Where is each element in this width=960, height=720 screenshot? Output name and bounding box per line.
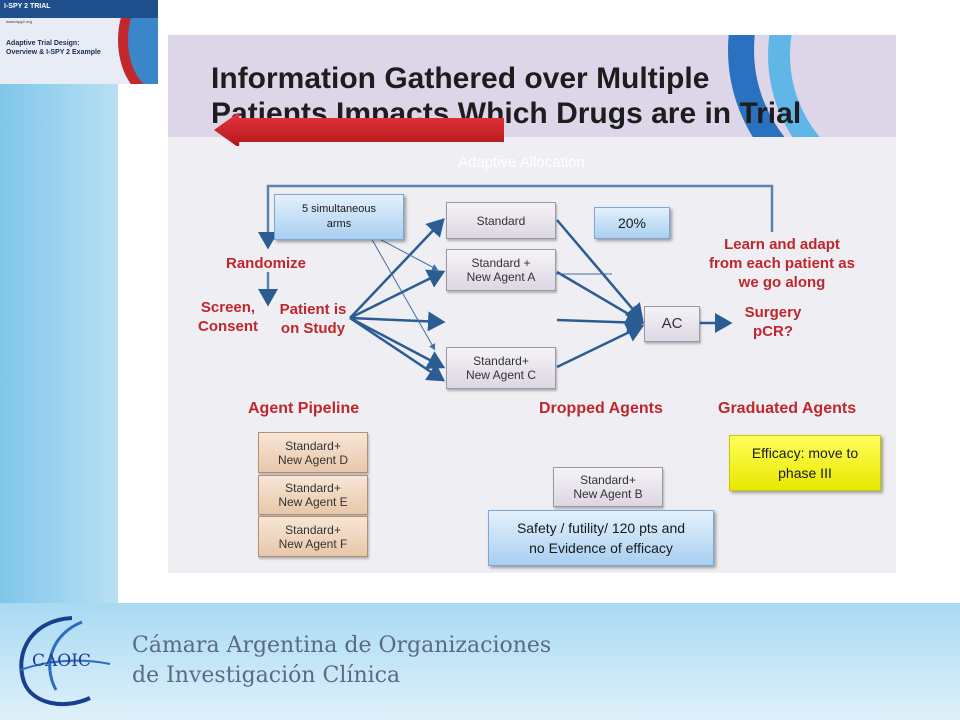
slide-title-line1: Information Gathered over Multiple <box>211 62 710 95</box>
agent-pipeline-header: Agent Pipeline <box>248 400 360 417</box>
arms-callout-line1: 5 simultaneous <box>302 203 376 215</box>
pipeline-box-agent-e: Standard+ New Agent E <box>258 475 368 515</box>
on-study-label: on Study <box>280 320 346 337</box>
arm-box-standard: Standard <box>446 202 556 239</box>
learn-adapt-label: Learn and adapt from each patient as we … <box>694 235 870 292</box>
footer-band <box>0 603 960 720</box>
surgery-label: Surgery <box>744 304 802 321</box>
patient-is-label: Patient is <box>279 301 347 318</box>
pipeline-f-line1: Standard+ <box>285 522 341 537</box>
pipeline-d-line1: Standard+ <box>285 438 341 453</box>
safety-line2: no Evidence of efficacy <box>529 540 673 556</box>
arms-callout-line2: arms <box>326 218 352 230</box>
caoic-logo-text: CAOIC <box>32 651 91 671</box>
arm-standard-label: Standard <box>476 213 526 228</box>
consent-label: Consent <box>198 318 258 335</box>
pipeline-d-line2: New Agent D <box>277 452 349 467</box>
thumbnail-top-bar <box>0 0 158 18</box>
surgery-pcr-label: Surgery pCR? <box>734 303 812 341</box>
ac-arrow-middle <box>556 312 645 333</box>
arm-arrow-agent-a <box>349 269 446 320</box>
safety-futility-callout[interactable]: Safety / futility/ 120 pts and no Eviden… <box>488 510 714 566</box>
thumbnail-title-line2: Overview & I-SPY 2 Example <box>6 49 101 56</box>
feedback-loop-line <box>258 184 774 250</box>
dropped-b-line1: Standard+ <box>580 473 636 487</box>
ac-arrow-agent-c <box>556 323 645 369</box>
simultaneous-arms-callout[interactable]: 5 simultaneous arms <box>274 194 404 240</box>
graduated-agents-header: Graduated Agents <box>718 400 857 417</box>
callout-arrow-to-agent-c <box>369 235 436 351</box>
screen-consent-label: Screen, Consent <box>195 298 261 336</box>
pipeline-f-line2: New Agent F <box>278 536 348 551</box>
arm-agent-a-line1: Standard + <box>471 256 531 270</box>
patient-on-study-label: Patient is on Study <box>273 300 353 338</box>
ac-arrow-standard <box>556 219 644 322</box>
header-thumbnail: I-SPY 2 TRIAL www.ispy2.org Adaptive Tri… <box>0 0 158 84</box>
arm-box-agent-c: Standard+ New Agent C <box>446 347 556 389</box>
pipeline-e-line1: Standard+ <box>285 481 341 495</box>
screen-label: Screen, <box>200 299 256 316</box>
arm-arrow-middle <box>349 311 446 332</box>
pipeline-box-agent-d: Standard+ New Agent D <box>258 432 368 473</box>
arm-arrow-agent-c <box>349 316 446 369</box>
dropped-b-line2: New Agent B <box>573 487 643 501</box>
percent-callout[interactable]: 20% <box>594 207 670 239</box>
arm-agent-c-line1: Standard+ <box>473 354 529 368</box>
ac-label: AC <box>661 315 683 332</box>
efficacy-callout[interactable]: Efficacy: move to phase III <box>729 435 881 491</box>
learn-line3: we go along <box>738 274 826 291</box>
learn-line2: from each patient as <box>709 255 855 272</box>
efficacy-line1: Efficacy: move to <box>751 445 859 461</box>
dropped-agents-header: Dropped Agents <box>539 400 663 417</box>
callout-arrow-to-agent-a <box>369 233 439 271</box>
footer-org-name-line1: Cámara Argentina de Organizaciones <box>132 633 552 658</box>
footer-org-name-line2: de Investigación Clínica <box>132 663 401 688</box>
arm-arrow-bottom <box>349 316 446 382</box>
thumbnail-title-line1: Adaptive Trial Design: <box>6 40 80 47</box>
ac-arrow-agent-a <box>556 270 645 324</box>
adaptive-allocation-arrow <box>214 114 504 146</box>
learn-line1: Learn and adapt <box>724 236 840 253</box>
randomize-label: Randomize <box>226 255 307 272</box>
caoic-logo: CAOIC <box>19 616 111 706</box>
pipeline-e-line2: New Agent E <box>278 495 348 509</box>
adaptive-allocation-label: Adaptive Allocation <box>458 154 585 171</box>
arm-agent-c-line2: New Agent C <box>465 368 537 382</box>
safety-line1: Safety / futility/ 120 pts and <box>516 520 686 536</box>
dropped-box-agent-b: Standard+ New Agent B <box>553 467 663 507</box>
arm-box-agent-a: Standard + New Agent A <box>446 249 556 291</box>
pipeline-box-agent-f: Standard+ New Agent F <box>258 516 368 557</box>
efficacy-line2: phase III <box>778 465 832 481</box>
arm-agent-a-line2: New Agent A <box>466 270 536 284</box>
percent-value: 20% <box>617 215 647 231</box>
arm-arrow-standard <box>349 218 445 319</box>
ispy2-logo: I-SPY 2 TRIAL <box>4 3 51 10</box>
thumbnail-url: www.ispy2.org <box>6 19 32 24</box>
ac-box: AC <box>644 306 700 342</box>
left-decor-band <box>0 0 118 605</box>
pcr-label: pCR? <box>753 323 793 340</box>
